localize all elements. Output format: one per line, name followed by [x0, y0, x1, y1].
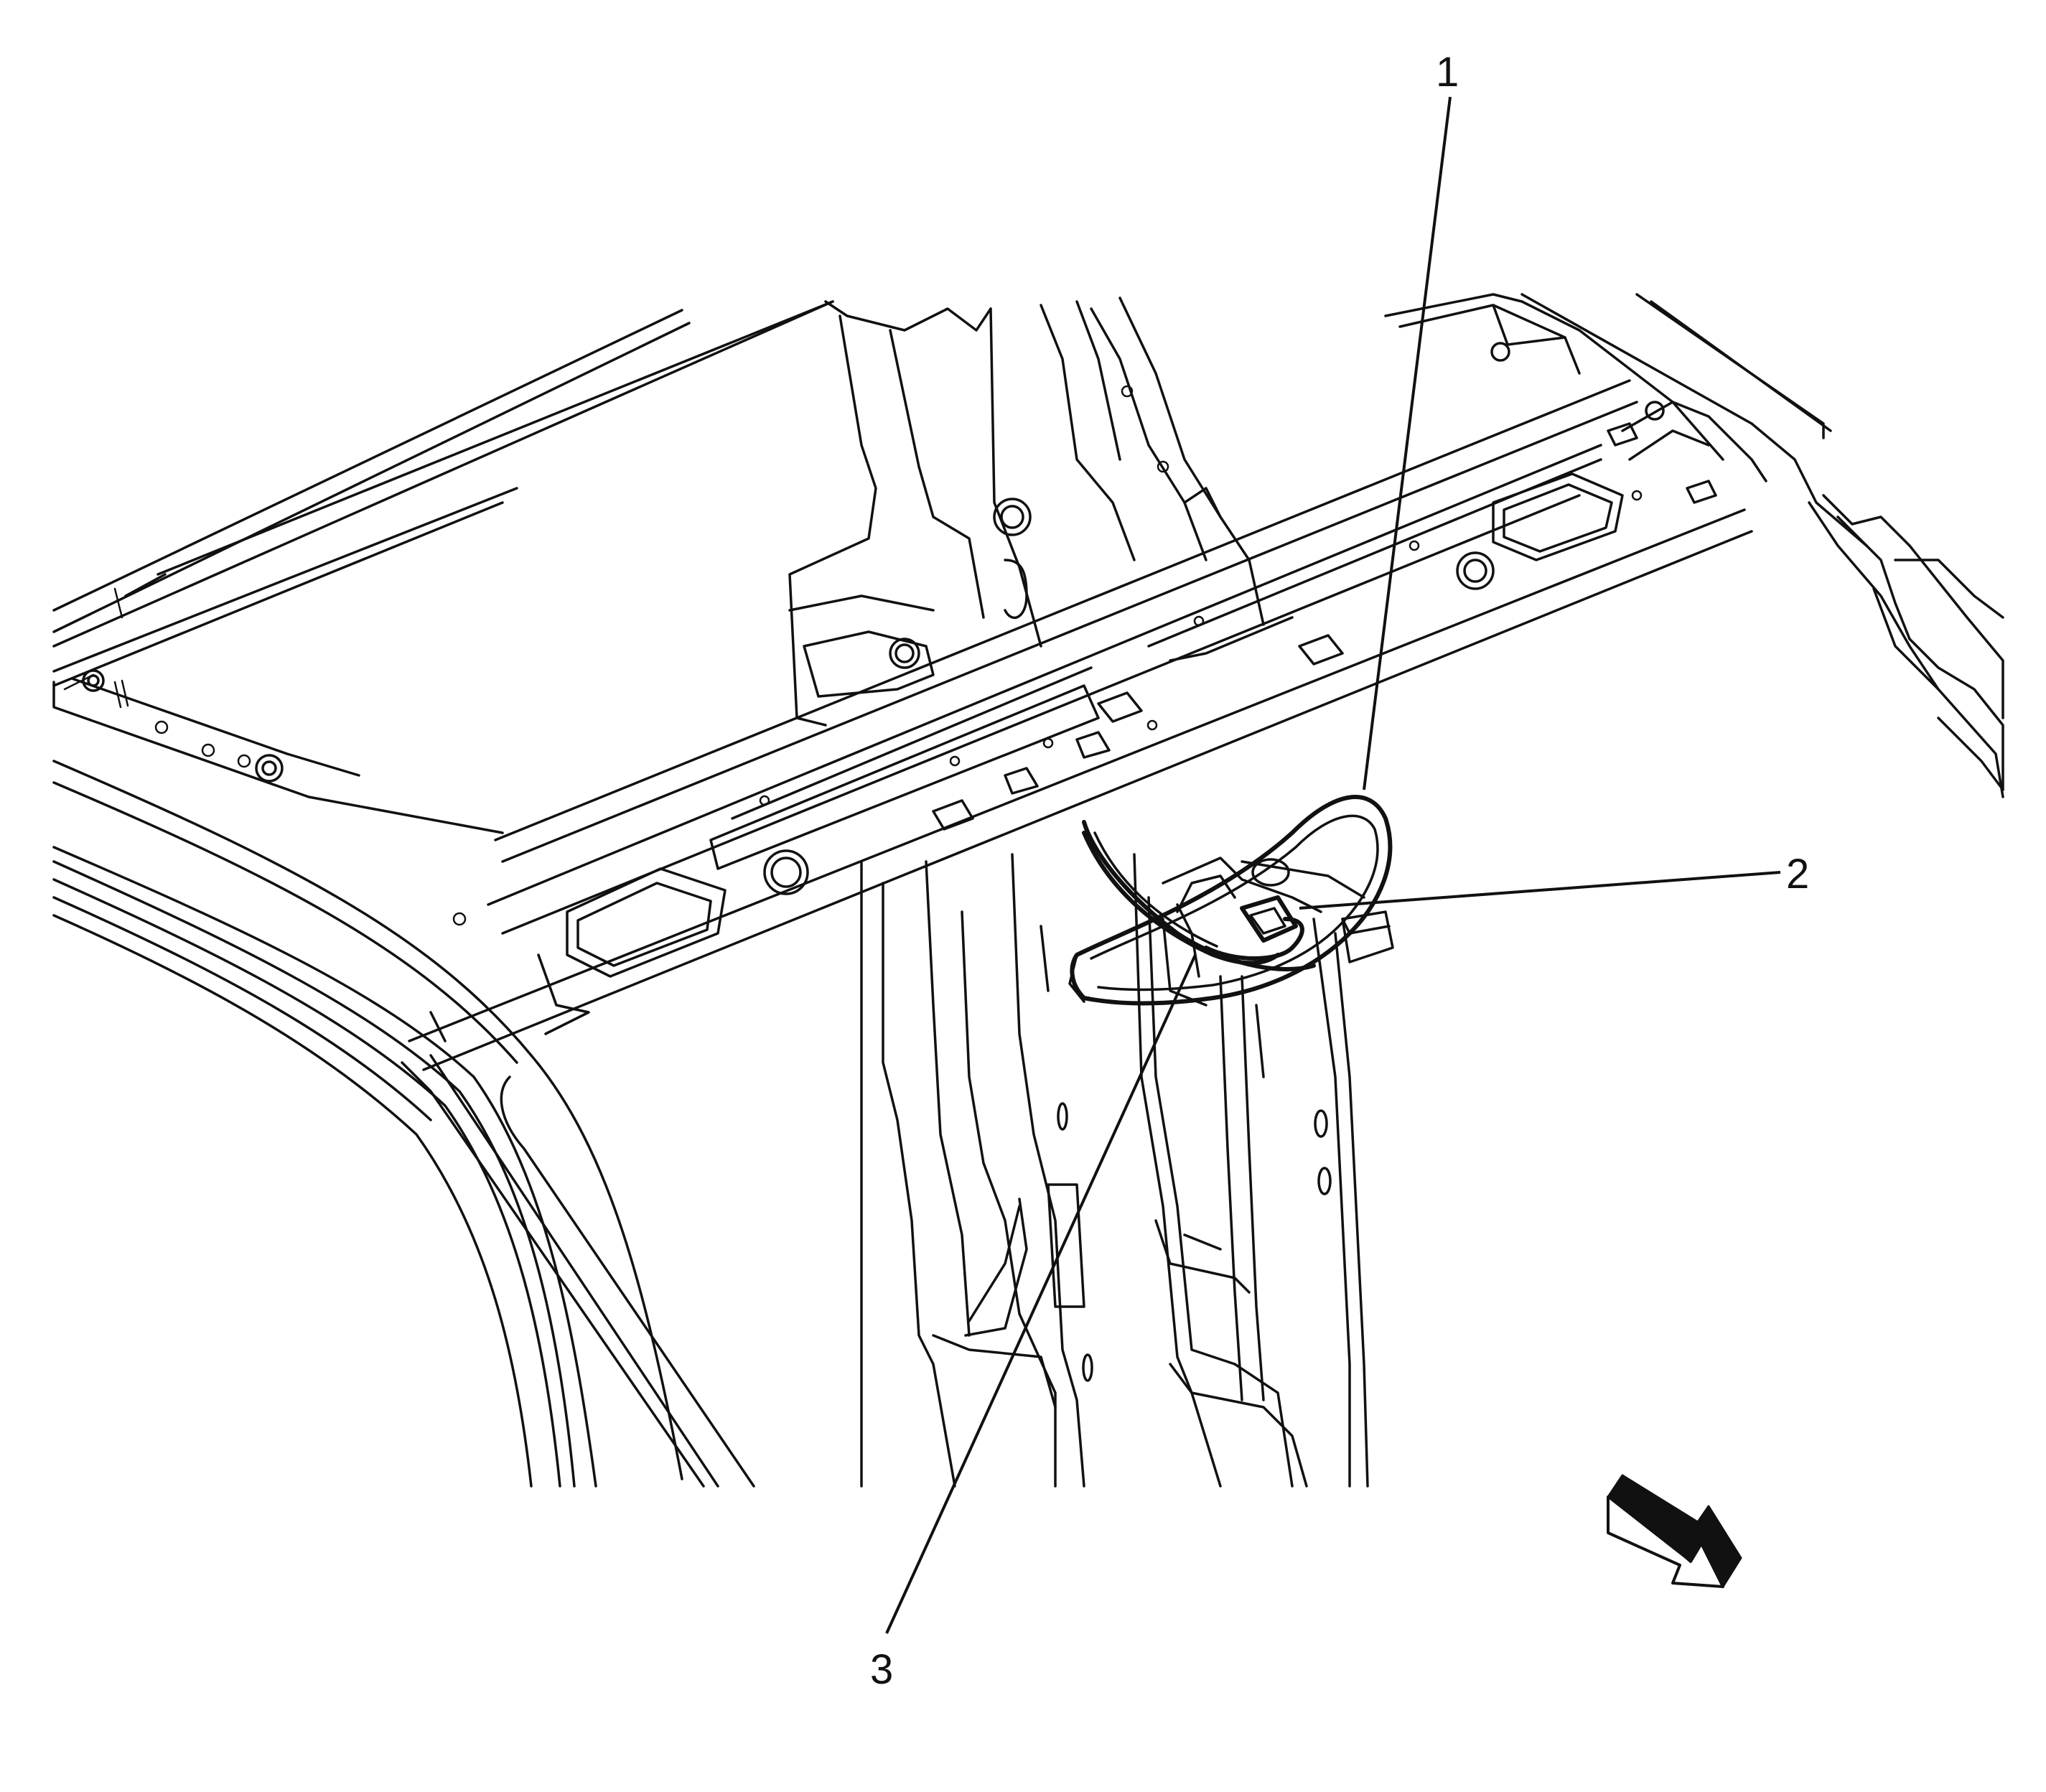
left-windshield-frame: [52, 760, 755, 1488]
left-roof-panel: [52, 300, 834, 691]
leader-lines: [885, 96, 1781, 1634]
header-cross-rail: [408, 379, 1753, 1071]
mirror-wiring-harness: [1082, 831, 1280, 966]
right-roof-panel: [1384, 293, 2004, 798]
leader-1: [1363, 96, 1452, 790]
rail-openings: [452, 422, 1717, 978]
lower-pillar: [860, 853, 1369, 1488]
center-panel: [788, 297, 1265, 727]
electrical-connector: [1204, 895, 1394, 963]
callout-2: 2: [1786, 851, 1809, 897]
leader-2: [1299, 871, 1781, 910]
left-header-rail: [52, 669, 504, 834]
callout-1: 1: [1436, 49, 1459, 95]
direction-arrow-icon: [1607, 1474, 1742, 1588]
leader-3: [885, 954, 1197, 1634]
callout-3: 3: [870, 1646, 893, 1693]
rearview-mirror: [1068, 795, 1393, 1006]
